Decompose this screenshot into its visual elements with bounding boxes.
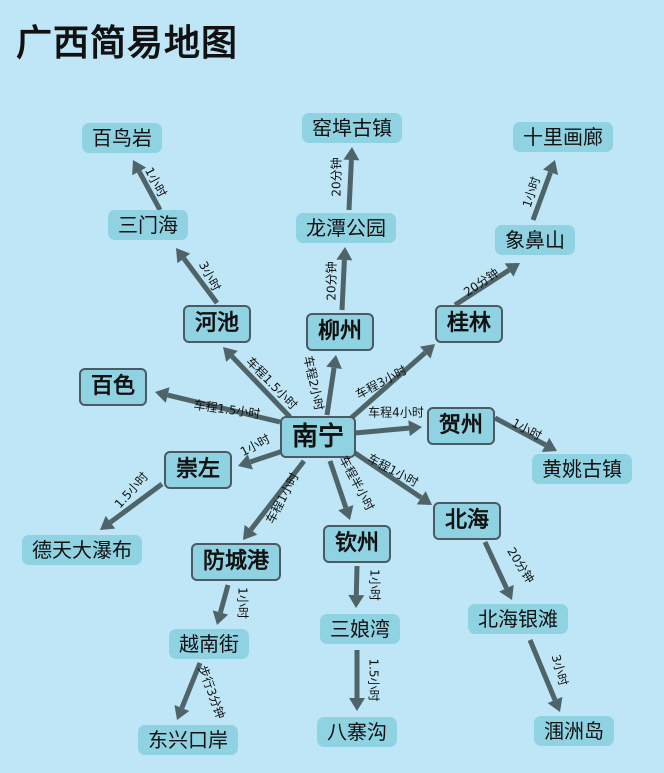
node-huangyao[interactable]: 黄姚古镇 — [532, 454, 632, 484]
route-arrow-chongzuo-detian — [100, 481, 164, 530]
route-arrow-hezhou-huangyao — [493, 415, 557, 452]
route-label-fangchenggang-yuenanjie: 1小时 — [235, 587, 250, 619]
route-arrow-longtan-yaobu — [343, 147, 360, 211]
route-arrow-hechi-sanmenhai — [176, 248, 220, 305]
node-qinzhou[interactable]: 钦州 — [322, 525, 392, 563]
route-arrow-guilin-xiangbishan — [453, 263, 520, 308]
node-yaobu[interactable]: 窑埠古镇 — [302, 113, 402, 143]
route-arrow-fangchenggang-yuenanjie — [212, 584, 231, 625]
route-arrow-qinzhou-sanniangwan — [348, 565, 365, 608]
node-detian[interactable]: 德天大瀑布 — [22, 535, 142, 565]
node-guilin[interactable]: 桂林 — [434, 305, 504, 343]
route-label-sanniangwan-bazhaigou: 1.5小时 — [366, 658, 381, 702]
route-arrow-sanniangwan-bazhaigou — [349, 650, 365, 711]
node-chongzuo[interactable]: 崇左 — [163, 451, 233, 489]
node-yintan[interactable]: 北海银滩 — [468, 604, 568, 634]
node-hezhou[interactable]: 贺州 — [426, 407, 496, 445]
route-arrow-nanning-qinzhou — [327, 460, 354, 520]
node-dongxing[interactable]: 东兴口岸 — [138, 725, 238, 755]
route-arrow-nanning-hezhou — [354, 420, 422, 437]
route-arrow-nanning-baise — [155, 387, 281, 425]
node-longtan[interactable]: 龙潭公园 — [296, 213, 396, 243]
node-liuzhou[interactable]: 柳州 — [305, 313, 375, 351]
node-fangchenggang[interactable]: 防城港 — [190, 543, 282, 581]
node-shilihualang[interactable]: 十里画廊 — [513, 122, 613, 152]
node-beihai[interactable]: 北海 — [432, 502, 502, 540]
route-label-qinzhou-sanniangwan: 1小时 — [367, 569, 382, 601]
node-baise[interactable]: 百色 — [78, 368, 148, 406]
route-arrow-sanmenhai-bainiaoyan — [132, 160, 163, 212]
route-arrow-nanning-fangchenggang — [243, 459, 306, 540]
node-nanning[interactable]: 南宁 — [279, 416, 357, 458]
route-label-longtan-yaobu: 20分钟 — [329, 157, 344, 197]
node-sanmenhai[interactable]: 三门海 — [108, 210, 188, 240]
node-weizhou[interactable]: 涠洲岛 — [534, 716, 614, 746]
route-arrow-nanning-beihai — [353, 450, 432, 505]
route-arrow-yuenanjie-dongxing — [174, 662, 203, 720]
route-label-liuzhou-longtan: 20分钟 — [324, 261, 339, 301]
node-xiangbishan[interactable]: 象鼻山 — [495, 225, 575, 255]
node-bainiaoyan[interactable]: 百鸟岩 — [82, 123, 162, 153]
route-label-nanning-hezhou: 车程4小时 — [368, 405, 424, 420]
route-arrow-xiangbishan-shilihualang — [530, 160, 559, 221]
route-arrow-nanning-chongzuo — [238, 448, 284, 470]
route-arrow-beihai-yintan — [482, 540, 514, 600]
node-sanniangwan[interactable]: 三娘湾 — [320, 614, 400, 644]
route-arrow-nanning-liuzhou — [324, 355, 342, 416]
node-yuenanjie[interactable]: 越南街 — [169, 629, 249, 659]
node-bazhaigou[interactable]: 八寨沟 — [317, 717, 397, 747]
map-title: 广西简易地图 — [16, 23, 239, 64]
route-arrow-nanning-guilin — [348, 344, 435, 421]
route-arrow-liuzhou-longtan — [336, 247, 353, 311]
route-arrow-nanning-hechi — [223, 347, 292, 419]
route-arrow-yintan-weizhou — [527, 639, 563, 712]
node-hechi[interactable]: 河池 — [182, 305, 252, 343]
